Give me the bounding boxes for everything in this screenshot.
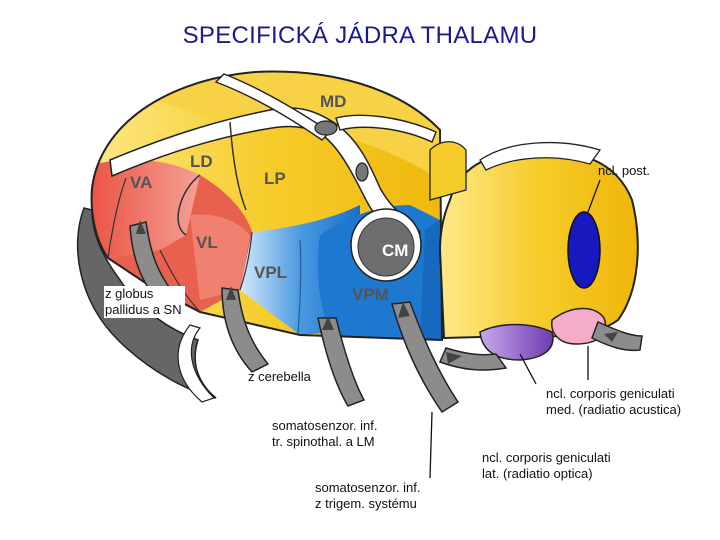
annotation-spinothalamic: somatosenzor. inf. tr. spinothal. a LM — [272, 418, 378, 450]
annotation-line: med. (radiatio acustica) — [546, 402, 681, 418]
label-cm: CM — [382, 241, 408, 260]
annotation-line: ncl. corporis geniculati — [482, 450, 611, 466]
annotation-line: somatosenzor. inf. — [315, 480, 421, 496]
annotation-line: pallidus a SN — [105, 302, 182, 318]
annotation-line: z trigem. systému — [315, 496, 421, 512]
annotation-line: ncl. post. — [598, 163, 650, 179]
label-vl: VL — [196, 233, 218, 252]
annotation-line: z cerebella — [248, 369, 311, 385]
annotation-line: lat. (radiatio optica) — [482, 466, 611, 482]
annotation-geniculatum-lat: ncl. corporis geniculati lat. (radiatio … — [482, 450, 611, 482]
label-ld: LD — [190, 152, 213, 171]
annotation-line: ncl. corporis geniculati — [546, 386, 681, 402]
lamina-nucleus-2 — [356, 163, 368, 181]
annotation-geniculatum-med: ncl. corporis geniculati med. (radiatio … — [546, 386, 681, 418]
annotation-cerebella: z cerebella — [248, 369, 311, 385]
annotation-globus-pallidus: z globus pallidus a SN — [104, 286, 185, 318]
label-md: MD — [320, 92, 346, 111]
pulvinar-oval — [568, 212, 600, 288]
label-lp: LP — [264, 169, 286, 188]
annotation-line: z globus — [105, 286, 182, 302]
annotation-line: somatosenzor. inf. — [272, 418, 378, 434]
lamina-nucleus-1 — [315, 121, 337, 135]
annotation-line: tr. spinothal. a LM — [272, 434, 378, 450]
label-va: VA — [130, 173, 152, 192]
annotation-pulvinar: ncl. post. — [598, 163, 650, 179]
label-vpl: VPL — [254, 263, 287, 282]
annotation-trigeminal: somatosenzor. inf. z trigem. systému — [315, 480, 421, 512]
label-vpm: VPM — [352, 285, 389, 304]
